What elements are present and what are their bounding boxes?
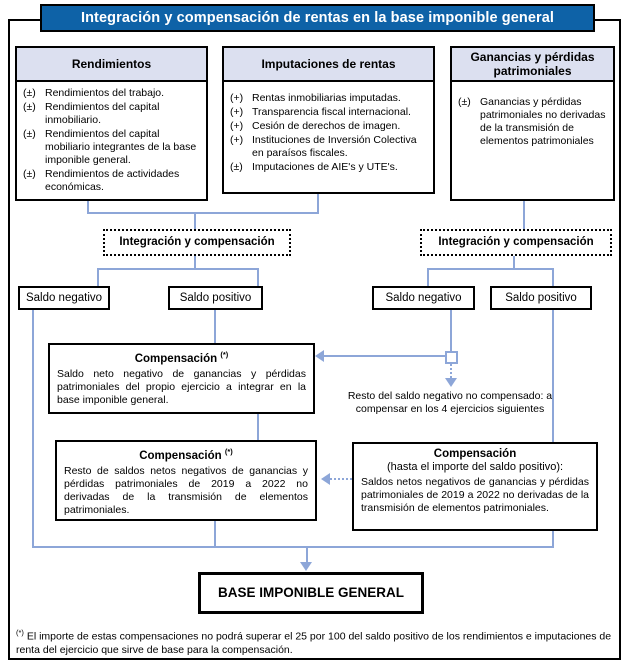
compensation-2-title: Compensación (*) — [64, 445, 308, 463]
list-item: (±) Rendimientos de actividades económica… — [23, 168, 202, 194]
connector-split-right — [427, 268, 554, 270]
column-header-label: Ganancias y pérdidas patrimoniales — [470, 50, 595, 78]
saldo-positivo-left: Saldo positivo — [168, 286, 263, 310]
footnote-mark: (*) — [220, 350, 229, 359]
connector-to-saldo-neg1 — [97, 268, 99, 286]
item-sign: (+) — [230, 92, 244, 104]
item-sign: (±) — [458, 96, 471, 108]
item-sign: (±) — [23, 101, 36, 113]
compensation-box-2: Compensación (*) Resto de saldos netos n… — [55, 440, 317, 521]
connector-saldo-neg2-down — [450, 310, 452, 352]
arrowhead-into-comp1 — [315, 350, 324, 362]
connector-comp1-to-comp2 — [257, 414, 259, 440]
integration-box-right: Integración y compensación — [420, 229, 612, 256]
item-text: Rendimientos de actividades económicas. — [45, 168, 180, 193]
compensation-3-subtitle: (hasta el importe del saldo positivo): — [386, 461, 564, 473]
item-sign: (+) — [230, 106, 244, 118]
compensation-box-1: Compensación (*) Saldo neto negativo de … — [48, 343, 315, 414]
item-text: Ganancias y pérdidas patrimoniales no de… — [480, 96, 606, 147]
compensation-3-body: Saldos netos negativos de ganancias y pé… — [361, 476, 589, 514]
saldo-positivo-right: Saldo positivo — [490, 286, 592, 310]
junction-square-node — [445, 351, 458, 364]
column-header-ganancias: Ganancias y pérdidas patrimoniales — [450, 46, 615, 82]
list-item: (±) Ganancias y pérdidas patrimoniales no… — [458, 96, 609, 148]
connector-col2-down — [317, 194, 319, 214]
list-item: (+) Rentas inmobiliarias imputadas. — [230, 92, 429, 105]
item-text: Rendimientos del trabajo. — [45, 87, 165, 99]
connector-dotted-remainder — [450, 364, 452, 378]
item-text: Cesión de derechos de imagen. — [252, 120, 401, 132]
list-item: (+) Transparencia fiscal internacional. — [230, 106, 429, 119]
connector-to-saldo-neg2 — [427, 268, 429, 286]
integration-box-left: Integración y compensación — [103, 229, 291, 256]
column-body-imputaciones: (+) Rentas inmobiliarias imputadas. (+) Tr… — [222, 78, 435, 194]
compensation-1-title-text: Compensación — [134, 352, 218, 365]
connector-into-base — [306, 546, 308, 562]
connector-neg2-to-comp1 — [323, 355, 445, 357]
base-imponible-general-box: BASE IMPONIBLE GENERAL — [198, 572, 424, 614]
list-item: (±) Imputaciones de AIE's y UTE's. — [230, 161, 429, 174]
column-body-ganancias: (±) Ganancias y pérdidas patrimoniales no… — [450, 78, 615, 201]
compensation-3-title: Compensación — [433, 448, 517, 460]
list-item: (±) Rendimientos del capital mobiliario i… — [23, 128, 202, 167]
connector-merge-left — [87, 212, 319, 214]
footnote: (*) El importe de estas compensaciones n… — [16, 626, 615, 657]
item-text: Rendimientos del capital inmobiliario. — [45, 101, 160, 126]
item-sign: (+) — [230, 134, 244, 146]
connector-split-left — [97, 268, 259, 270]
connector-col1-down — [87, 201, 89, 214]
arrowhead-remainder — [445, 378, 457, 387]
compensation-2-body: Resto de saldos netos negativos de ganan… — [64, 464, 308, 516]
arrowhead-base — [300, 562, 312, 571]
column-header-label: Imputaciones de rentas — [261, 57, 396, 71]
item-text: Instituciones de Inversión Colectiva en … — [252, 134, 417, 159]
connector-to-saldo-pos2 — [552, 268, 554, 286]
footnote-text: El importe de estas compensaciones no po… — [16, 630, 612, 656]
connector-into-integration-left — [194, 212, 196, 229]
connector-comp2-down — [214, 521, 216, 548]
connector-integration-left-down — [194, 256, 196, 270]
compensation-1-body: Saldo neto negativo de ganancias y pérdi… — [57, 367, 306, 406]
compensation-2-title-text: Compensación — [139, 449, 222, 462]
connector-saldo-pos2-down — [552, 310, 554, 442]
saldo-negativo-left: Saldo negativo — [18, 286, 110, 310]
connector-integration-right-down — [513, 256, 515, 270]
connector-bottom-merge — [32, 546, 554, 548]
connector-col3-down — [523, 201, 525, 229]
connector-to-saldo-pos1 — [257, 268, 259, 286]
list-item: (±) Rendimientos del trabajo. — [23, 87, 202, 100]
item-sign: (±) — [23, 168, 36, 180]
compensation-1-title: Compensación (*) — [57, 348, 306, 366]
item-sign: (±) — [230, 161, 243, 173]
list-item: (+) Cesión de derechos de imagen. — [230, 120, 429, 133]
connector-left-rail — [32, 310, 34, 548]
column-body-rendimientos: (±) Rendimientos del trabajo. (±) Rendimie… — [15, 78, 208, 201]
connector-dotted-comp3-to-comp2 — [330, 478, 352, 480]
item-text: Imputaciones de AIE's y UTE's. — [252, 161, 398, 173]
connector-comp3-down — [552, 531, 554, 548]
footnote-mark: (*) — [224, 447, 233, 456]
connector-saldo-pos1-down — [214, 310, 216, 344]
saldo-negativo-right: Saldo negativo — [372, 286, 475, 310]
footnote-mark: (*) — [16, 628, 24, 637]
item-sign: (±) — [23, 87, 36, 99]
compensation-box-3: Compensación (hasta el importe del saldo… — [352, 442, 598, 531]
diagram-title: Integración y compensación de rentas en … — [40, 4, 595, 32]
column-header-label: Rendimientos — [71, 57, 152, 71]
column-header-imputaciones: Imputaciones de rentas — [222, 46, 435, 82]
arrowhead-into-comp2 — [321, 473, 330, 485]
column-header-rendimientos: Rendimientos — [15, 46, 208, 82]
item-text: Rentas inmobiliarias imputadas. — [252, 92, 401, 104]
item-sign: (±) — [23, 128, 36, 140]
list-item: (±) Rendimientos del capital inmobiliario… — [23, 101, 202, 127]
list-item: (+) Instituciones de Inversión Colectiva … — [230, 134, 429, 160]
remainder-note: Resto del saldo negativo no compensado: … — [347, 390, 553, 415]
item-sign: (+) — [230, 120, 244, 132]
item-text: Rendimientos del capital mobiliario inte… — [45, 128, 197, 166]
item-text: Transparencia fiscal internacional. — [252, 106, 411, 118]
